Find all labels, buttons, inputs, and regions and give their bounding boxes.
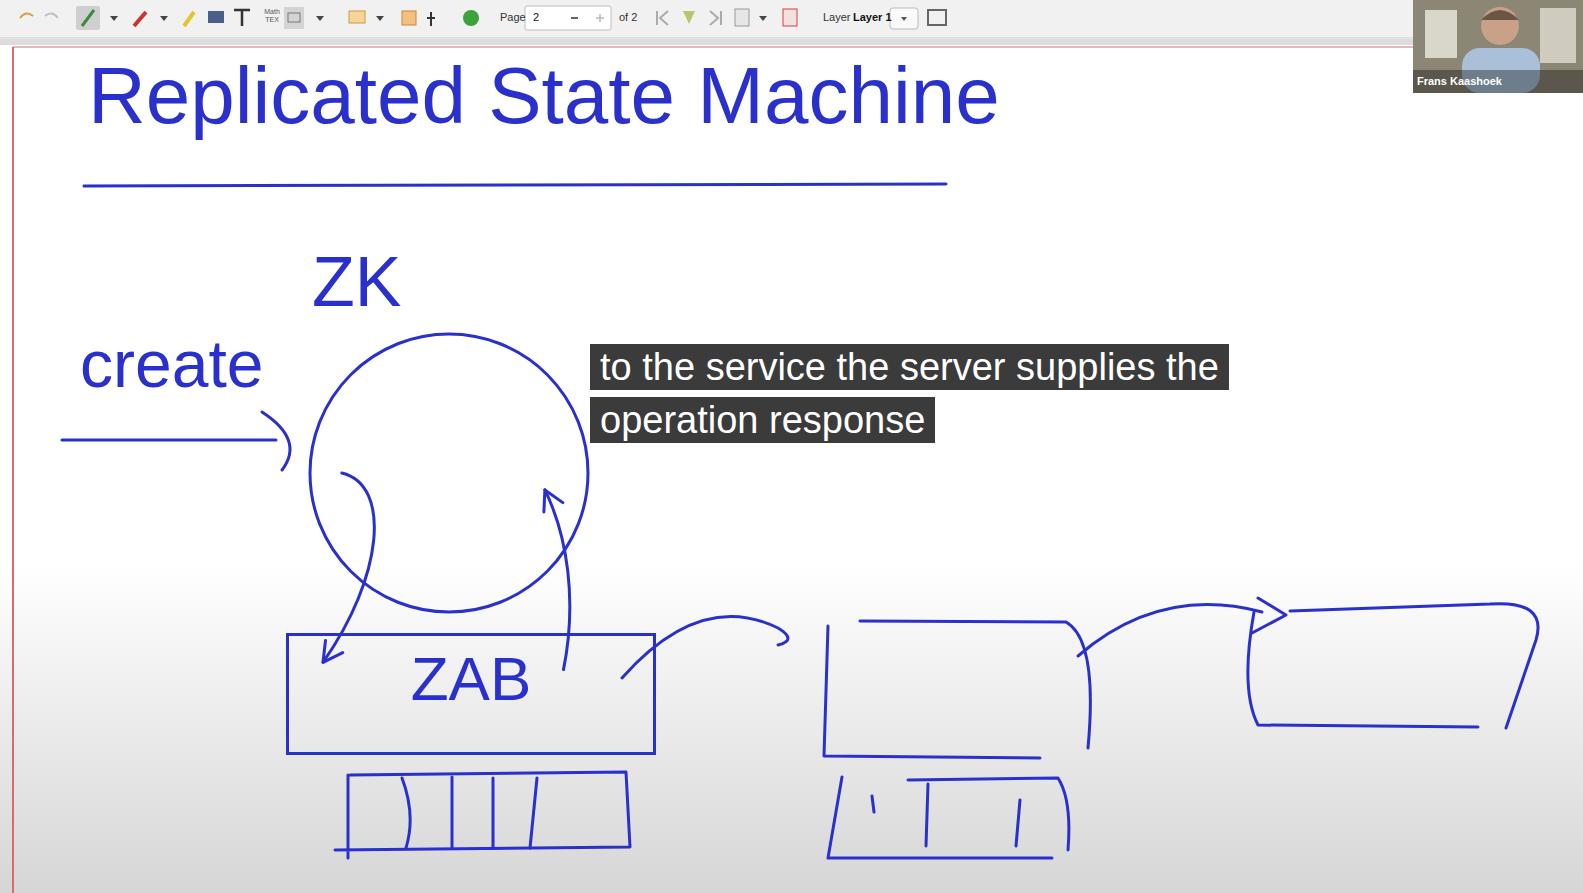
curved-arrow: [544, 490, 570, 670]
log-entry: [402, 777, 537, 848]
dropdown-icon: [316, 16, 324, 21]
pen-icon: [82, 10, 94, 26]
page-input: [525, 6, 611, 30]
node-text: ZAB: [411, 646, 532, 711]
participant-name: Frans Kaashoek: [1417, 75, 1502, 87]
log-array: [335, 772, 630, 858]
minus-button: [571, 17, 578, 19]
webcam-window: [1425, 10, 1457, 58]
log-array: [828, 777, 1069, 858]
dropdown-icon: [376, 16, 384, 21]
forward-arrow: [622, 617, 788, 678]
dropdown-icon: [160, 16, 168, 21]
page-edge: [13, 47, 1583, 48]
toolbar-text: Page: [500, 11, 526, 23]
layer-dropdown: [890, 8, 918, 29]
eraser-icon: [134, 12, 146, 26]
webcam-feed: [1413, 0, 1583, 93]
toolbar-text: of 2: [619, 11, 637, 23]
page-number: 2: [533, 11, 539, 23]
replica-box: [860, 621, 1090, 748]
dropdown-icon: [901, 17, 907, 21]
image-icon: [208, 11, 224, 23]
rect-icon: [349, 11, 365, 23]
dropdown-icon: [759, 16, 767, 21]
toolbar-icon-text: Math TEX: [263, 8, 281, 24]
curved-arrow: [545, 490, 570, 670]
arrow-head: [544, 490, 563, 512]
dropdown-icon: [110, 16, 118, 21]
subtitle-shade: [0, 560, 1583, 893]
next-icon: [683, 11, 695, 24]
replica-box: [1290, 604, 1538, 728]
toolbar-border: [0, 38, 1583, 39]
node-heading: ZK: [312, 244, 401, 321]
webcam-name-band: [1413, 70, 1583, 93]
forward-arrow: [1078, 605, 1262, 656]
webcam-person: [1481, 10, 1519, 20]
select-icon: [288, 13, 300, 22]
arrow-head: [262, 412, 290, 470]
add-page-icon: [735, 9, 749, 26]
first-page-icon: [657, 11, 668, 25]
page-edge: [12, 47, 14, 893]
replica-box: [824, 626, 1040, 758]
plus-button: [596, 14, 604, 22]
circle-outline: [308, 332, 590, 614]
title-underline: [84, 184, 946, 186]
log-entry: [872, 784, 1020, 846]
last-page-icon: [710, 11, 721, 25]
layer-name: Layer 1: [853, 11, 892, 23]
page-gap: [0, 39, 1583, 45]
handwritten-title: Replicated State Machine: [88, 52, 1000, 140]
pen-button: [76, 6, 100, 30]
webcam-person: [1481, 7, 1519, 45]
undo-icon: [20, 13, 33, 18]
highlighter-icon: [184, 12, 194, 26]
service-circle: ZK: [308, 332, 590, 614]
subtitle: to the service the server supplies the o…: [590, 344, 1229, 443]
fullscreen-icon: [928, 10, 946, 25]
arrow-head: [323, 640, 343, 662]
subtitle-box: to the service the server supplies the o…: [590, 341, 1380, 447]
select-button: [284, 7, 304, 29]
text-icon: [234, 10, 250, 26]
delete-page-icon: [783, 9, 797, 26]
replica-box: [1248, 612, 1478, 727]
webcam-window: [1540, 8, 1576, 63]
refresh-icon: [463, 10, 479, 26]
redo-icon: [45, 13, 58, 18]
handwritten-label: create: [80, 328, 263, 401]
toolbar: [0, 0, 1583, 38]
vertical-space-icon: [402, 11, 416, 25]
create-arrow: [62, 439, 276, 442]
arrow-head: [1252, 598, 1286, 633]
toolbar-text: Layer: [823, 11, 851, 23]
hand-icon: [427, 12, 435, 26]
protocol-box: ZAB: [286, 633, 656, 755]
circle-outline: [310, 334, 588, 612]
